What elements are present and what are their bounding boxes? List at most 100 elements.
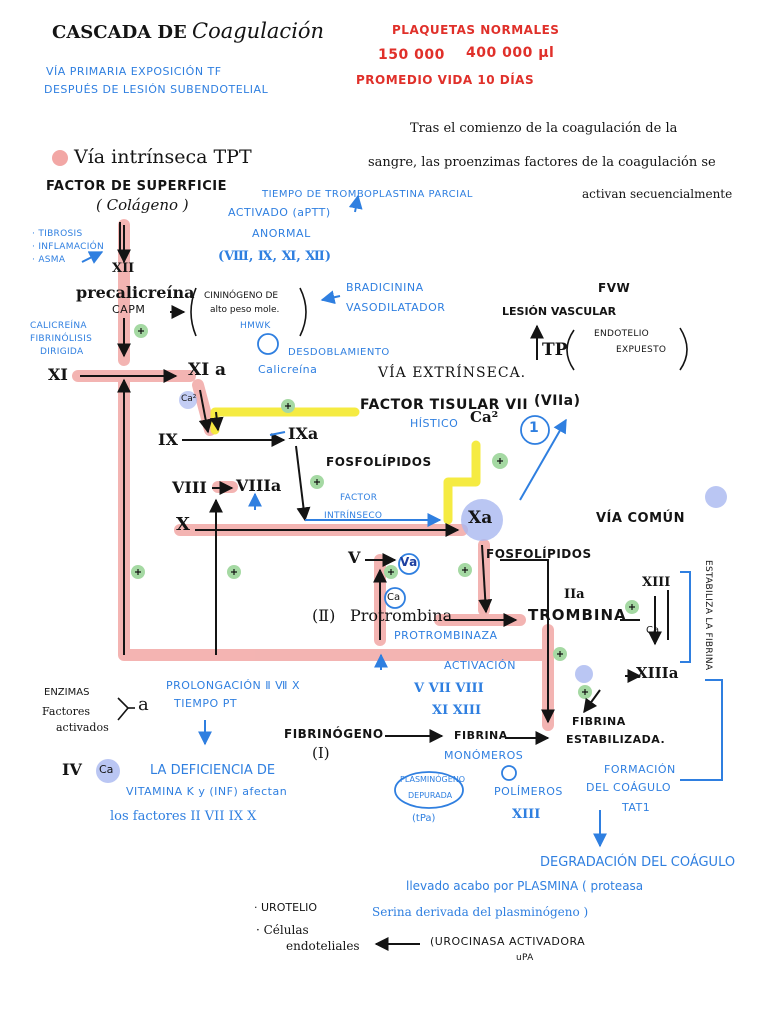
factor-iia: IIa (564, 587, 585, 602)
monomers-label: MONÓMEROS (444, 749, 524, 762)
ca-iv: Ca (99, 763, 114, 776)
factor-xiiia: XIIIa (636, 664, 679, 682)
tissue-label: HÍSTICO (410, 417, 459, 430)
intro-line-3: activan secuencialmente (582, 187, 733, 201)
blue-arrows (81, 194, 723, 848)
capm-label: CAPM (112, 303, 146, 316)
surface-factor: FACTOR DE SUPERFICIE (46, 179, 227, 194)
platelets-high: 400 000 µl (466, 45, 555, 61)
hmwk-line-1: CININÓGENO DE (204, 291, 279, 301)
ca-va: Ca (387, 592, 401, 603)
upa-line-2: uPA (516, 953, 534, 963)
factor-xa: Xa (468, 508, 493, 528)
phospholipids-common: FOSFOLÍPIDOS (486, 547, 592, 561)
kallikrein-note-1: CALICREÍNA (30, 321, 87, 331)
kallikrein-note-2: FIBRINÓLISIS (30, 334, 93, 344)
polymers-label: POLÍMEROS (494, 785, 563, 798)
aptt-abnormal: ANORMAL (252, 227, 311, 240)
prothrombin: Protrombina (350, 606, 453, 625)
factor-viiia: VIIIa (236, 476, 282, 495)
ca-xia: Ca² (181, 394, 197, 404)
black-arrows (80, 222, 669, 951)
aptt-activated: ACTIVADO (aPTT) (228, 206, 331, 219)
prothrombin-number: (Ⅱ) (312, 606, 336, 625)
intrinsic-factor-2: INTRÍNSECO (324, 511, 383, 521)
urothelium: · UROTELIO (254, 901, 318, 914)
extrinsic-title: VÍA EXTRÍNSECA. (378, 365, 527, 381)
activation-factors-2: XI XIII (432, 703, 482, 718)
factor-xi: XI (48, 365, 68, 384)
pt-time: TIEMPO PT (174, 697, 238, 710)
prekallikrein: precalicreína (76, 283, 195, 302)
intrinsic-title: Vía intrínseca TPT (74, 146, 252, 168)
kallikrein-note-3: DIRIGIDA (40, 347, 84, 357)
fvw-label: FVW (598, 281, 631, 295)
deficiency-3: los factores II VII IX X (110, 809, 257, 824)
platelets-low: 150 000 (378, 47, 445, 63)
factor-xii: XII (112, 261, 135, 276)
green-plus-signs (135, 328, 635, 695)
clot-formation-2: DEL COÁGULO (586, 781, 671, 794)
aptt-abnormal-factors: (Ⅷ, Ⅸ, Ⅺ, Ⅻ) (218, 249, 331, 264)
side-note-asthma: · ASMA (32, 255, 66, 265)
ca-disc-xia (179, 391, 197, 409)
blue-circles (257, 333, 550, 809)
activation-factors-1: V VII VIII (414, 681, 484, 696)
plasminogen-1: PLASMINÓGENO (400, 775, 466, 784)
activation-label: ACTIVACIÓN (444, 659, 516, 672)
upa-line-1: (UROCINASA ACTIVADORA (430, 935, 586, 948)
primary-path-note: VÍA PRIMARIA EXPOSICIÓN TF (46, 65, 222, 78)
thrombin: TROMBINA (528, 606, 627, 624)
fibrinogen-number: (I) (312, 744, 330, 762)
enzyme-letter: a (138, 694, 149, 715)
stabilized-fibrin-1: FIBRINA (572, 715, 626, 728)
factor-viii: VIII (172, 478, 207, 497)
factor-ix: IX (158, 430, 178, 449)
factor-iv: IV (62, 760, 82, 779)
deficiency-1: LA DEFICIENCIA DE (150, 763, 276, 778)
factor-xia: XI a (188, 360, 227, 380)
ca2-extrinsic: Ca² (470, 408, 499, 426)
endothelium-line-1: ENDOTELIO (594, 329, 650, 339)
phospholipids-intrinsic: FOSFOLÍPIDOS (326, 455, 432, 469)
tissue-factor: FACTOR TISULAR VII (360, 397, 529, 413)
hmwk-line-2: alto peso mole. (210, 305, 280, 315)
enzymes-3: activados (56, 721, 109, 734)
plasminogen-tpa: (tPa) (412, 813, 436, 824)
intro-line-2: sangre, las proenzimas factores de la co… (368, 155, 716, 170)
factor-xiii-bottom: XIII (512, 807, 541, 822)
intro-line-1: Tras el comienzo de la coagulación de la (410, 121, 678, 136)
collagen: ( Colágeno ) (96, 196, 189, 214)
ca-xiii: Ca (646, 625, 660, 636)
degradation-2: llevado acabo por PLASMINA ( proteasa (406, 879, 644, 893)
degradation-1: DEGRADACIÓN DEL COÁGULO (540, 855, 736, 870)
bracket-strokes (117, 287, 688, 721)
degradation-3: Serina derivada del plasminógeno ) (372, 905, 589, 919)
factor-ixa: IXa (288, 424, 319, 443)
enzymes-1: ENZIMAS (44, 687, 90, 698)
fibrinogen: FIBRINÓGENO (284, 727, 384, 741)
extrinsic-step-one: 1 (529, 420, 539, 436)
clot-formation-1: FORMACIÓN (604, 763, 676, 776)
page-title-word: Coagulación (192, 19, 325, 43)
factor-viia: (VIIa) (534, 393, 581, 409)
side-note-fibrosis: · TIBROSIS (32, 229, 83, 239)
platelets-label: PLAQUETAS NORMALES (392, 23, 560, 37)
factor-x: X (176, 514, 190, 535)
bradykinin: BRADICININA (346, 281, 424, 294)
stabilizes-fibrin: ESTABILIZA LA FIBRINA (703, 560, 713, 671)
vasodilator: VASODILATADOR (346, 301, 446, 314)
hmwk-abbr: HMWK (240, 321, 271, 331)
cleavage-label: DESDOBLAMIENTO (288, 347, 390, 358)
side-note-inflammation: · INFLAMACIÓN (32, 242, 105, 252)
page-title-prefix: CASCADA DE (52, 22, 187, 43)
deficiency-2: VITAMINA K y (INF) afectan (126, 785, 288, 798)
clot-formation-3: TAT1 (622, 801, 651, 814)
endothelium-line-2: EXPUESTO (616, 345, 667, 355)
plasminogen-2: DEPURADA (408, 791, 453, 800)
cells-2: endoteliales (286, 939, 360, 953)
factor-va: Va (400, 555, 418, 569)
tp-label: TP (542, 340, 568, 360)
factor-xiii-top: XIII (642, 575, 671, 590)
